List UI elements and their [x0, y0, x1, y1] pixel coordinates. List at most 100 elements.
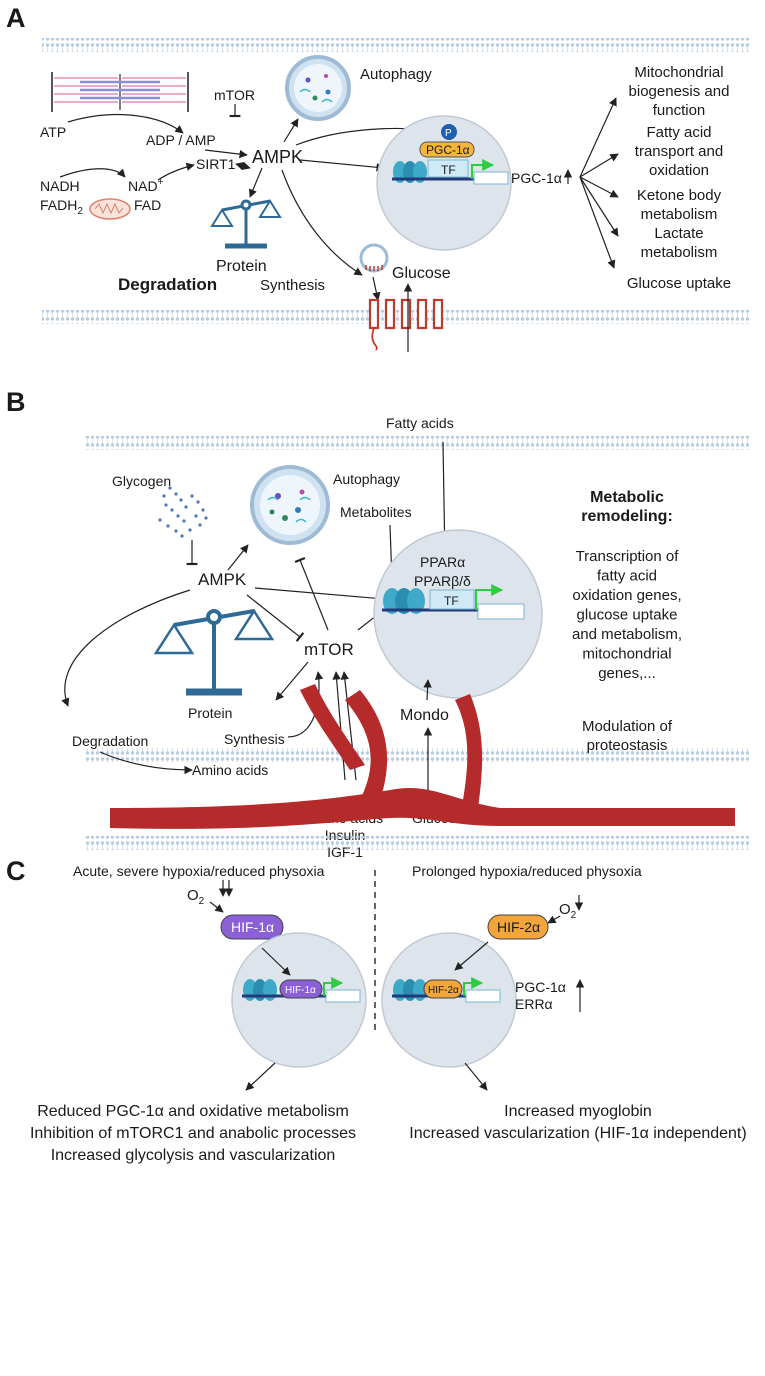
panel-a-top-membrane: [42, 38, 750, 52]
pgc1a-pill-label-a: PGC-1α: [426, 143, 470, 157]
balance-scale-icon-b: [153, 608, 275, 696]
panel-a-letter: A: [6, 3, 26, 33]
outcome-line: Ketone body: [637, 187, 722, 204]
nucleus-b: [373, 529, 543, 699]
tf-label-b: TF: [444, 594, 459, 608]
remodeling-title-line: Metabolic: [590, 489, 664, 506]
gene-box-c-left: [325, 989, 361, 1003]
outcome-line: metabolism: [641, 206, 718, 223]
hif1a-pill-nucleus: [279, 979, 323, 999]
glycogen-icon: [158, 486, 208, 538]
outcome-line: metabolism: [641, 244, 718, 261]
outcome-line: Fatty acid: [646, 124, 711, 141]
adp-amp-label: ADP / AMP: [146, 132, 216, 148]
left-outcome-line: Inhibition of mTORC1 and anabolic proces…: [30, 1125, 356, 1142]
hif1a-pill: [220, 914, 284, 940]
nucleus-a: [376, 115, 512, 251]
amino-acids-label-b: Amino acids: [192, 762, 268, 778]
panel-b-letter: B: [6, 387, 26, 417]
degradation-label-b: Degradation: [72, 733, 148, 749]
outcome-line: Mitochondrial: [634, 64, 723, 81]
phospho-label: P: [445, 128, 452, 139]
tf-box-a: [427, 159, 469, 178]
proteostasis-line: proteostasis: [587, 737, 668, 754]
pgc1a-pill-a: [419, 141, 475, 158]
pgc1a-up-label: PGC-1α: [511, 170, 562, 186]
sirt1-label: SIRT1: [196, 156, 236, 172]
hif2a-pill: [487, 914, 549, 940]
outcome-line: Glucose uptake: [627, 275, 731, 292]
dna-icon-c-right: [392, 979, 490, 1001]
o2-label-left: O2: [187, 887, 205, 907]
remodeling-line: oxidation genes,: [572, 587, 681, 604]
remodeling-line: and metabolism,: [572, 626, 682, 643]
hif2a-nucleus-label: HIF-2α: [428, 985, 459, 996]
protein-label-b: Protein: [188, 705, 232, 721]
protein-label-a: Protein: [216, 258, 267, 275]
remodeling-line: glucose uptake: [577, 607, 678, 624]
panel-a-outcomes: Mitochondrial biogenesis and functionFatty…: [627, 64, 731, 292]
hif2a-pill-label: HIF-2α: [497, 919, 540, 935]
panel-a-bottom-membrane: [42, 310, 750, 324]
outcome-line: oxidation: [649, 162, 709, 179]
remodeling-line: genes,...: [598, 665, 656, 682]
outcome-line: biogenesis and: [629, 83, 730, 100]
panel-c-membrane: [84, 836, 750, 850]
gene-box-c-right: [465, 989, 501, 1003]
panel-b-top-membrane: [84, 436, 750, 450]
synthesis-label-b: Synthesis: [224, 731, 285, 747]
outcome-line: function: [653, 102, 706, 119]
right-outcome-line: Increased vascularization (HIF-1α indepe…: [409, 1125, 746, 1142]
outcome-line: transport and: [635, 143, 723, 160]
o2-label-right: O2: [559, 901, 577, 921]
left-outcomes: Reduced PGC-1α and oxidative metabolismI…: [30, 1103, 356, 1164]
remodeling-line: fatty acid: [597, 568, 657, 585]
autophagy-label-a: Autophagy: [360, 66, 432, 83]
phospho-icon: [441, 124, 457, 140]
target-line: PGC-1α: [515, 979, 566, 995]
autophagy-label-b: Autophagy: [333, 471, 400, 487]
ppara-label: PPARα: [420, 554, 465, 570]
mitochondrion-icon: [89, 198, 131, 220]
hif2a-pill-nucleus: [423, 979, 463, 999]
vesicle-icon: [359, 243, 389, 273]
nucleus-c-left: [231, 932, 367, 1068]
ampk-label-a: AMPK: [252, 147, 303, 167]
autophagosome-icon-b: [250, 465, 330, 545]
nadh-label: NADH: [40, 178, 80, 194]
panel-b-bottom-membrane: [84, 748, 750, 762]
target-line: ERRα: [515, 996, 553, 1012]
sarcomere-icon: [51, 72, 189, 112]
tf-box-b: [429, 589, 475, 610]
blood-vessel-icon: [110, 684, 735, 829]
right-outcome-line: Increased myoglobin: [504, 1103, 652, 1120]
mtor-label-b: mTOR: [304, 640, 354, 659]
fad-label: FAD: [134, 197, 161, 213]
dna-icon-a: [392, 161, 488, 183]
fatty-acids-label: Fatty acids: [386, 415, 454, 431]
remodeling-title-line: remodeling:: [581, 508, 673, 525]
outcome-line: Lactate: [654, 225, 703, 242]
mtor-label-a: mTOR: [214, 87, 255, 103]
left-outcome-line: Reduced PGC-1α and oxidative metabolism: [37, 1103, 349, 1120]
ampk-label-b: AMPK: [198, 570, 247, 589]
glucose-label-a: Glucose: [392, 265, 451, 282]
left-heading: Acute, severe hypoxia/reduced physoxia: [73, 863, 325, 879]
remodeling-line: Transcription of: [576, 548, 680, 565]
glucose-transporter-icon: [368, 298, 444, 351]
pparbd-label: PPARβ/δ: [414, 573, 471, 589]
nucleus-c-right: [381, 932, 517, 1068]
right-heading: Prolonged hypoxia/reduced physoxia: [412, 863, 642, 879]
tf-label-a: TF: [441, 163, 456, 177]
synthesis-label-a: Synthesis: [260, 277, 325, 294]
glycogen-label: Glycogen: [112, 473, 171, 489]
proteostasis-line: Modulation of: [582, 718, 673, 735]
hif1a-nucleus-label: HIF-1α: [285, 985, 316, 996]
atp-label: ATP: [40, 124, 66, 140]
metabolic-remodeling-text: Metabolic remodeling: Transcription of fatt…: [572, 489, 682, 754]
hif1a-pill-label: HIF-1α: [231, 919, 274, 935]
panel-c-letter: C: [6, 856, 26, 886]
